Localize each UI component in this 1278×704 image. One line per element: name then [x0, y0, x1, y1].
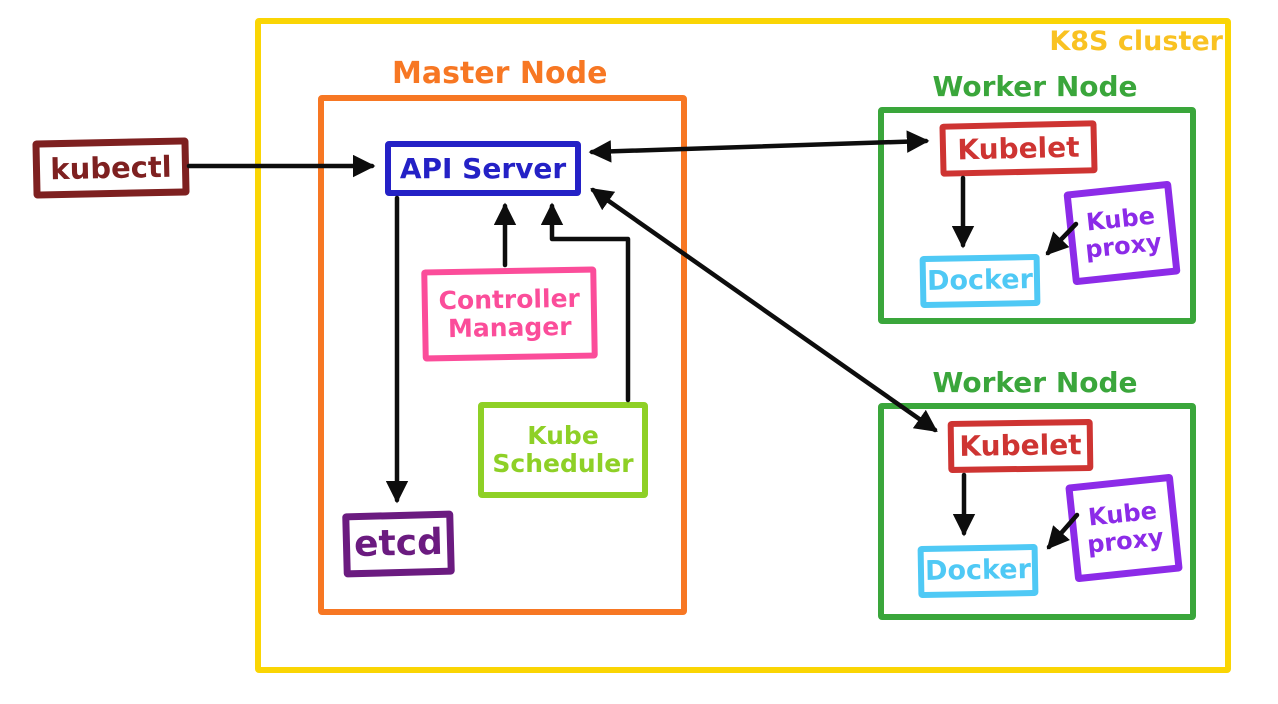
worker-2-kubelet-node: Kubelet — [947, 418, 1094, 474]
api-server-node: API Server — [385, 141, 581, 196]
k8s-cluster-boundary — [255, 18, 1231, 673]
worker-1-kube-proxy-node: Kube proxy — [1063, 180, 1181, 286]
master-node-label: Master Node — [392, 56, 608, 91]
worker-2-kube-proxy-node: Kube proxy — [1065, 473, 1183, 583]
worker-2-docker-node: Docker — [917, 543, 1039, 599]
worker-1-docker-node: Docker — [919, 253, 1041, 309]
kubectl-node: kubectl — [32, 137, 190, 199]
worker-node-1-label: Worker Node — [932, 70, 1138, 103]
worker-1-kubelet-node: Kubelet — [939, 120, 1098, 177]
worker-node-2-boundary — [878, 403, 1196, 620]
controller-manager-node: Controller Manager — [421, 266, 598, 362]
kube-scheduler-node: Kube Scheduler — [478, 402, 648, 498]
k8s-cluster-label: K8S cluster — [1049, 26, 1223, 57]
etcd-node: etcd — [342, 510, 455, 578]
worker-node-2-label: Worker Node — [932, 366, 1138, 399]
